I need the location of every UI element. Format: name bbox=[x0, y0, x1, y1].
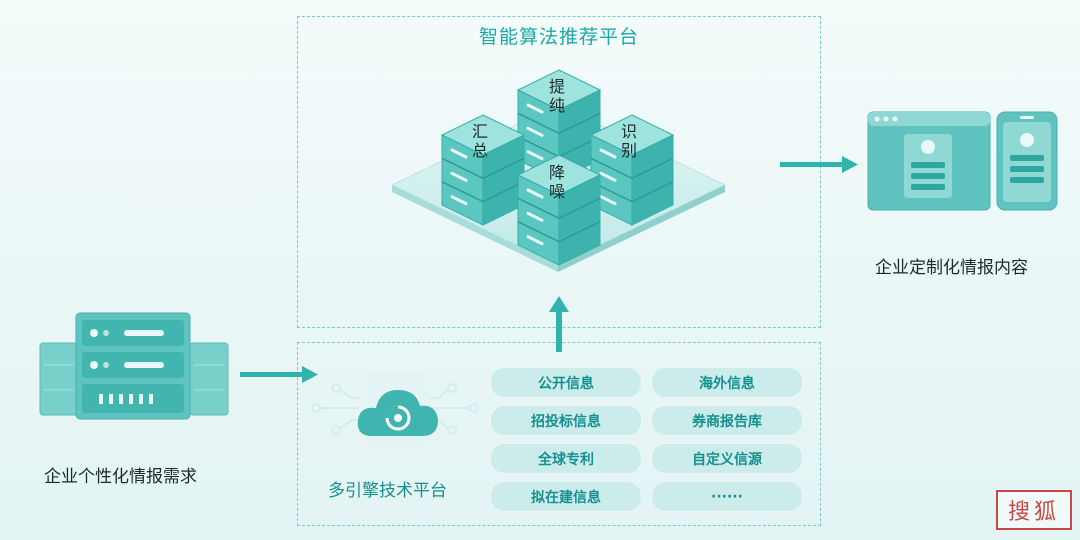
platform-title: 智能算法推荐平台 bbox=[478, 26, 639, 48]
cube-label-identify: 识别 bbox=[620, 122, 637, 160]
source-tag: 自定义信源 bbox=[651, 443, 803, 474]
source-tag: 招投标信息 bbox=[490, 405, 642, 436]
arrow-up-icon bbox=[549, 296, 569, 352]
source-tag: 全球专利 bbox=[490, 443, 642, 474]
watermark-stamp: 搜狐 bbox=[996, 490, 1072, 530]
cube-label-summarize: 汇总 bbox=[471, 122, 488, 160]
source-tag: ······ bbox=[651, 481, 803, 512]
arrow-right-icon bbox=[240, 366, 318, 383]
cube-summarize bbox=[440, 114, 526, 226]
source-tag: 拟在建信息 bbox=[490, 481, 642, 512]
cube-label-denoise: 降噪 bbox=[548, 163, 565, 201]
source-tag: 公开信息 bbox=[490, 367, 642, 398]
cube-extract bbox=[516, 69, 602, 181]
engine-label: 多引擎技术平台 bbox=[328, 481, 447, 501]
source-tag: 海外信息 bbox=[651, 367, 803, 398]
cube-label-extract: 提纯 bbox=[548, 77, 565, 115]
cube-denoise bbox=[516, 154, 602, 266]
arrow-right-icon bbox=[780, 156, 858, 173]
source-tag: 券商报告库 bbox=[651, 405, 803, 436]
cube-identify bbox=[589, 114, 675, 226]
output-label: 企业定制化情报内容 bbox=[875, 258, 1028, 278]
requirement-label: 企业个性化情报需求 bbox=[44, 467, 197, 487]
